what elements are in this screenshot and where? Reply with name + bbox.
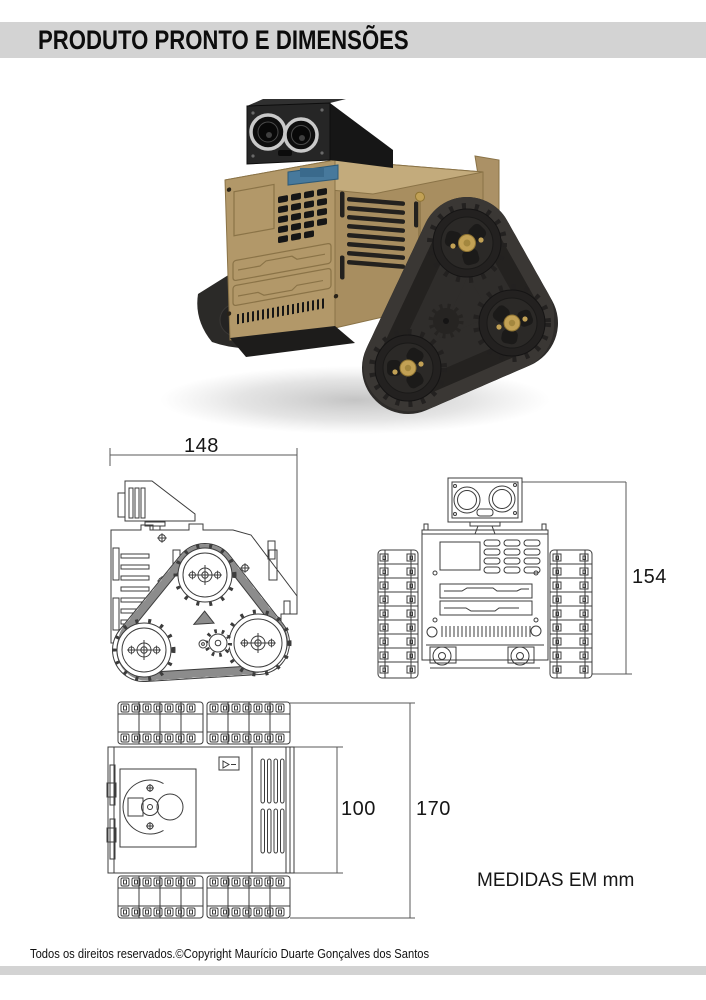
front-view-drawing <box>377 477 632 679</box>
side-view-drawing <box>109 448 298 682</box>
robot-ultrasonic-sensor <box>246 99 393 168</box>
footer-strip <box>0 966 706 975</box>
side-track-wheels <box>112 543 292 682</box>
top-track-strip-lower <box>117 875 291 919</box>
copyright-text: Todos os direitos reservados.©Copyright … <box>30 946 430 961</box>
robot-render-image <box>160 99 558 434</box>
top-body <box>106 746 295 874</box>
robot-underbody <box>230 326 355 357</box>
units-note: MEDIDAS EM mm <box>477 870 635 891</box>
top-overall-width-dimension-label: 170 <box>416 798 451 820</box>
front-body <box>421 523 549 669</box>
robot-front-panel-details <box>226 171 339 325</box>
side-sensor-bracket <box>117 480 196 531</box>
top-view-drawing <box>106 701 415 919</box>
header-bar <box>0 22 706 58</box>
track-wheel-top <box>427 203 507 283</box>
front-height-dimension-label: 154 <box>632 566 667 588</box>
front-left-track <box>377 549 419 679</box>
side-width-dimension <box>109 448 298 598</box>
side-width-dimension-label: 148 <box>184 435 219 457</box>
page-title: PRODUTO PRONTO E DIMENSÕES <box>38 25 409 55</box>
track-wheel-right <box>473 284 551 362</box>
top-dimensions <box>290 702 415 919</box>
front-sensor <box>447 477 523 535</box>
front-height-dimension <box>522 481 632 675</box>
side-drive-gear <box>198 629 232 657</box>
front-right-track <box>549 549 593 679</box>
top-track-strip-upper <box>117 701 291 745</box>
front-vents <box>483 539 541 574</box>
top-body-width-dimension-label: 100 <box>341 798 376 820</box>
track-wheel-left <box>369 329 447 407</box>
robot-right-track <box>362 197 558 414</box>
robot-servo-mount <box>287 164 339 186</box>
